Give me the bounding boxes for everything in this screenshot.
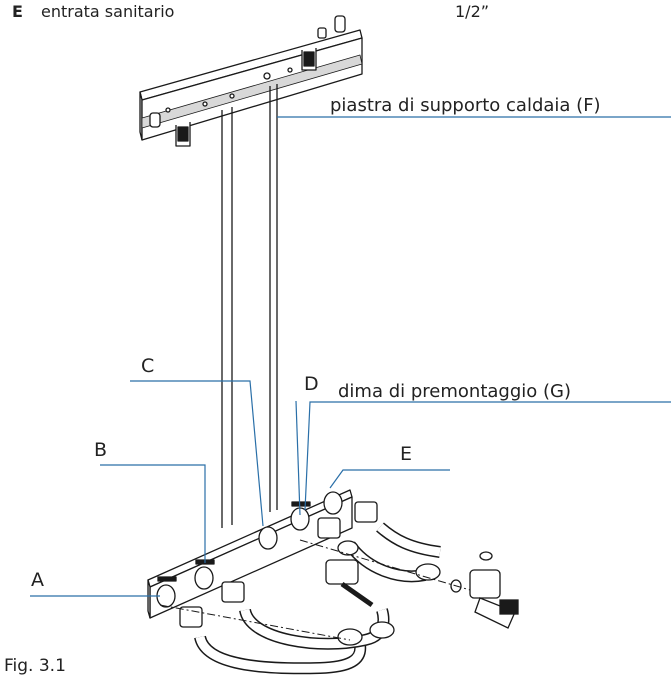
assembly-axis-2 [299, 539, 471, 591]
label-b: B [94, 439, 107, 461]
label-e: E [400, 443, 412, 465]
label-d: D [304, 373, 319, 395]
legend-key: E [12, 2, 23, 21]
guide-rods [221, 84, 278, 528]
assembly-axis [159, 604, 351, 641]
figure-caption: Fig. 3.1 [4, 656, 66, 676]
callout-assembly-template: dima di premontaggio (G) [338, 381, 571, 402]
callout-lines [30, 116, 671, 597]
legend-size: 1/2” [455, 2, 490, 21]
legend-row-e: E entrata sanitario 1/2” [12, 2, 532, 24]
label-a: A [31, 569, 44, 591]
assembly-template [147, 489, 353, 619]
callout-support-plate: piastra di supporto caldaia (F) [330, 95, 601, 116]
legend-description: entrata sanitario [41, 2, 175, 21]
pipe-fittings [179, 501, 519, 675]
label-c: C [141, 355, 154, 377]
support-plate [139, 15, 363, 147]
